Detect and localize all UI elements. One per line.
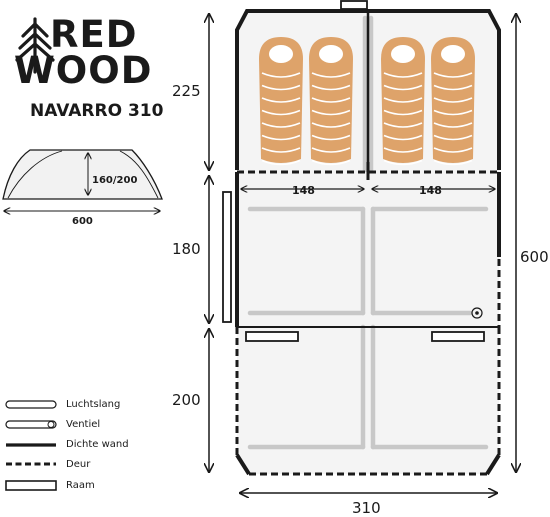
brand-line-2: WOOD (14, 49, 153, 92)
window-rear (340, 0, 368, 10)
legend-symbols (5, 400, 57, 491)
side-view-length-label: 600 (72, 216, 93, 227)
tent-outline (235, 9, 501, 476)
dimension-bedroom-depth: 225 (172, 82, 201, 100)
window-porch-right (431, 331, 485, 342)
window-porch-left (245, 331, 299, 342)
legend-valve-symbol (5, 420, 57, 429)
legend-label-window: Raam (66, 480, 95, 491)
sleeping-bag (309, 37, 353, 166)
dimension-total-width: 310 (352, 499, 381, 517)
legend-label-air-beam: Luchtslang (66, 399, 121, 410)
legend-window-symbol (5, 480, 57, 491)
sleeping-bags (259, 37, 475, 166)
legend-label-door: Deur (66, 459, 91, 470)
legend-valve-dot (47, 421, 55, 428)
sleeping-bag (259, 37, 303, 166)
valve-icon (471, 307, 483, 319)
dimension-lines (209, 14, 516, 493)
legend-air-beam-symbol (5, 400, 57, 409)
pine-tree-icon (15, 17, 55, 74)
sleeping-bag (431, 37, 475, 166)
dimension-bedroom-left-width: 148 (292, 184, 315, 197)
dimension-living-depth: 180 (172, 240, 201, 258)
legend-label-valve: Ventiel (66, 419, 101, 430)
side-view-height-label: 160/200 (92, 175, 138, 186)
dimension-bedroom-right-width: 148 (419, 184, 442, 197)
dimension-porch-depth: 200 (172, 391, 201, 409)
side-view-profile (2, 149, 163, 211)
window-side (222, 191, 232, 323)
windows (222, 0, 485, 342)
tent-floor (237, 11, 499, 474)
dimension-total-length: 600 (520, 248, 549, 266)
legend-label-solid-wall: Dichte wand (66, 439, 129, 450)
inner-air-beams (247, 15, 489, 450)
model-name: NAVARRO 310 (30, 101, 164, 121)
brand-line-1: RED (50, 13, 138, 56)
sleeping-bag (381, 37, 425, 166)
